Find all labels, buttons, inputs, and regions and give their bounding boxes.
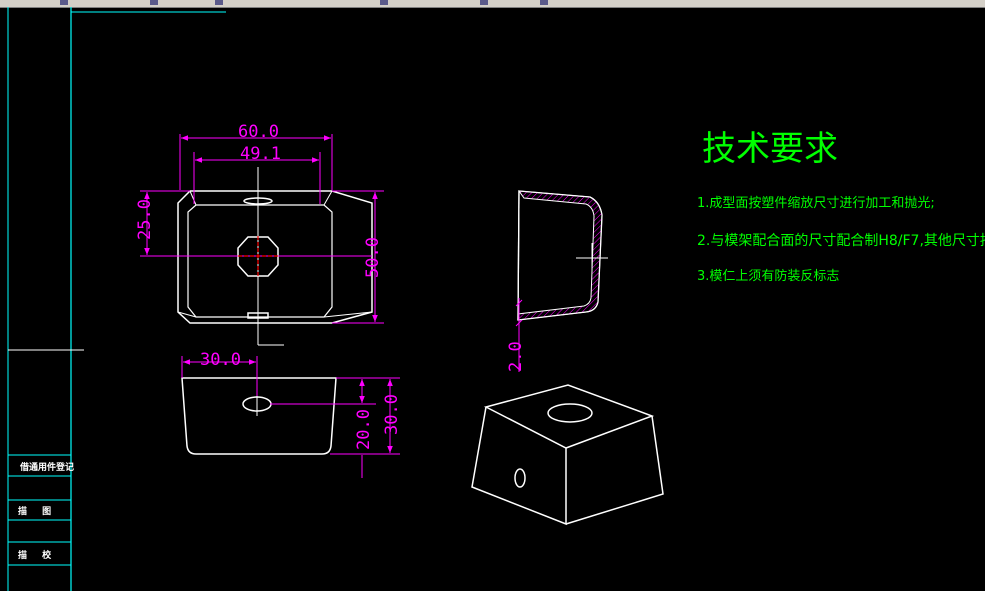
tech-requirement-item: 2.与模架配合面的尺寸配合制H8/F7,其他尺寸按IT9 <box>697 233 985 249</box>
toolbar-icon[interactable] <box>150 0 158 5</box>
toolbar-strip <box>0 0 985 8</box>
tech-requirement-item: 1.成型面按塑件缩放尺寸进行加工和抛光; <box>697 195 935 211</box>
title-block-label: 描 图 <box>18 505 57 517</box>
dimension-hole-offset: 25.0 <box>135 199 155 240</box>
dimension-height-inner: 20.0 <box>354 409 374 450</box>
tech-requirements-title: 技术要求 <box>702 129 838 169</box>
tech-requirement-item: 3.模仁上须有防装反标志 <box>697 268 839 284</box>
toolbar-icon[interactable] <box>60 0 68 5</box>
dimension-lines <box>140 134 384 324</box>
dimension-width-inner: 49.1 <box>240 144 281 164</box>
dimension-height-outer: 30.0 <box>382 394 402 435</box>
dimension-width-outer: 60.0 <box>238 122 279 142</box>
drawing-frame <box>7 7 226 591</box>
dimension-side-offset: 30.0 <box>200 350 241 370</box>
front-view <box>181 377 337 455</box>
section-view <box>515 190 608 372</box>
top-view <box>177 190 373 324</box>
toolbar-icon[interactable] <box>540 0 548 5</box>
dimension-height-total: 50.0 <box>363 237 383 278</box>
center-mark <box>140 167 372 346</box>
toolbar-icon[interactable] <box>380 0 388 5</box>
title-block-label: 借通用件登记 <box>19 461 74 473</box>
isometric-view <box>471 384 664 526</box>
toolbar-icon[interactable] <box>215 0 223 5</box>
dimension-wall-thickness: 2.0 <box>506 341 526 372</box>
front-view-dimensions <box>181 356 400 478</box>
title-block-label: 描 校 <box>18 549 57 561</box>
toolbar-icon[interactable] <box>480 0 488 5</box>
